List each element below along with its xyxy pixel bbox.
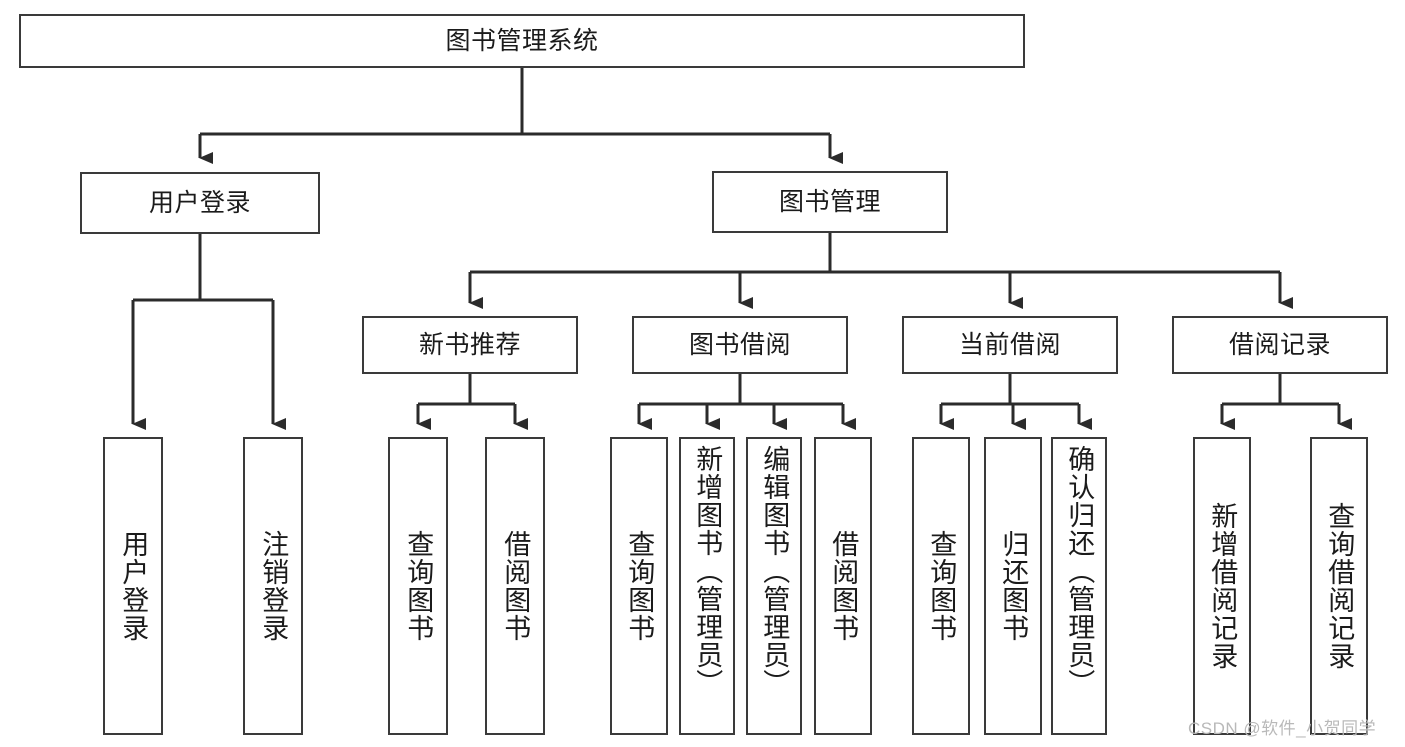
node-leaf-query-book-borrow[interactable]: 查询图书 [610, 437, 668, 735]
node-leaf-logout[interactable]: 注销登录 [243, 437, 303, 735]
node-leaf-add-borrow-record[interactable]: 新增借阅记录 [1193, 437, 1251, 735]
node-leaf-confirm-return[interactable]: 确认归还（管理员） [1051, 437, 1107, 735]
node-user-login[interactable]: 用户登录 [80, 172, 320, 234]
node-leaf-query-borrow-record-label: 查询借阅记录 [1324, 502, 1355, 670]
node-leaf-edit-book[interactable]: 编辑图书（管理员） [746, 437, 802, 735]
node-leaf-borrow-book[interactable]: 借阅图书 [814, 437, 872, 735]
node-leaf-borrow-book-recommend[interactable]: 借阅图书 [485, 437, 545, 735]
node-borrow-record[interactable]: 借阅记录 [1172, 316, 1388, 374]
node-leaf-borrow-book-label: 借阅图书 [828, 530, 859, 642]
node-current-borrow-label: 当前借阅 [958, 330, 1061, 359]
node-leaf-logout-label: 注销登录 [258, 530, 289, 642]
node-leaf-add-book[interactable]: 新增图书（管理员） [679, 437, 735, 735]
node-leaf-query-book-current-label: 查询图书 [926, 530, 957, 642]
node-borrow-record-label: 借阅记录 [1228, 330, 1331, 359]
node-current-borrow[interactable]: 当前借阅 [902, 316, 1118, 374]
node-leaf-add-borrow-record-label: 新增借阅记录 [1207, 502, 1238, 670]
node-leaf-query-book-recommend-label: 查询图书 [403, 530, 434, 642]
node-leaf-return-book-label: 归还图书 [998, 530, 1029, 642]
node-leaf-borrow-book-recommend-label: 借阅图书 [500, 530, 531, 642]
node-book-borrow-label: 图书借阅 [688, 330, 791, 359]
node-new-book-recommend[interactable]: 新书推荐 [362, 316, 578, 374]
node-leaf-confirm-return-label: 确认归还（管理员） [1064, 445, 1095, 697]
node-book-management[interactable]: 图书管理 [712, 171, 948, 233]
node-leaf-query-borrow-record[interactable]: 查询借阅记录 [1310, 437, 1368, 735]
node-leaf-edit-book-label: 编辑图书（管理员） [759, 445, 790, 697]
node-root[interactable]: 图书管理系统 [19, 14, 1025, 68]
node-book-borrow[interactable]: 图书借阅 [632, 316, 848, 374]
csdn-watermark: CSDN @软件_小贺同学 [1188, 719, 1377, 738]
node-new-book-recommend-label: 新书推荐 [418, 330, 521, 359]
node-leaf-add-book-label: 新增图书（管理员） [692, 445, 723, 697]
node-leaf-query-book-borrow-label: 查询图书 [624, 530, 655, 642]
node-root-label: 图书管理系统 [445, 26, 599, 55]
node-book-management-label: 图书管理 [778, 187, 881, 216]
node-leaf-query-book-current[interactable]: 查询图书 [912, 437, 970, 735]
node-leaf-query-book-recommend[interactable]: 查询图书 [388, 437, 448, 735]
node-leaf-user-login-label: 用户登录 [118, 530, 149, 642]
node-user-login-label: 用户登录 [148, 188, 251, 217]
node-leaf-user-login[interactable]: 用户登录 [103, 437, 163, 735]
node-leaf-return-book[interactable]: 归还图书 [984, 437, 1042, 735]
